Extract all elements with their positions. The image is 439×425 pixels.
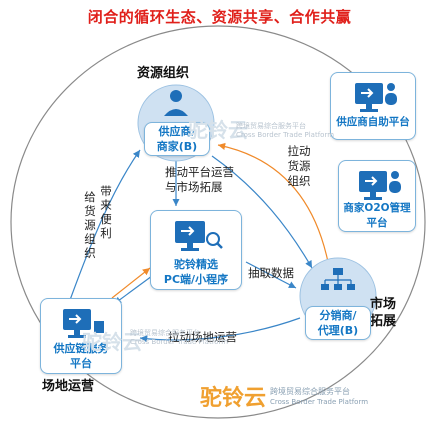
edge-supplier-to-distributor — [211, 155, 313, 269]
watermark-english-mid: Cross Border Trade Platform — [130, 338, 229, 346]
edge-distributor-to-supplier — [217, 142, 329, 263]
monitor-icon — [359, 171, 401, 200]
diagram-title: 闭合的循环生态、资源共享、合作共赢 — [87, 8, 352, 26]
market-label: 市场 拓展 — [370, 297, 397, 329]
distributor-hierarchy-icon — [321, 268, 355, 290]
ecosystem-circle — [10, 25, 426, 419]
edge-label-promote: 推动平台运营 与市场拓展 — [165, 165, 234, 194]
supplier-person-icon — [164, 90, 188, 116]
watermark-platform-top: 跨境贸易综合服务平台 — [236, 122, 306, 130]
chain-node-label: 供应链服务 平台 — [53, 342, 109, 370]
edge-label-pull-venue: 拉动场地运营 — [168, 330, 237, 344]
distributor-node-label: 分销商/ 代理(B) — [317, 309, 359, 337]
edge-platform-to-distributor — [245, 261, 297, 289]
o2o-node-label: 商家O2O管理 平台 — [343, 202, 411, 229]
brand-platform-text: 跨境贸易综合服务平台 — [270, 387, 350, 396]
platform-node[interactable]: 驼铃精选 PC端/小程序 — [150, 210, 242, 290]
monitor-icon — [175, 221, 223, 251]
monitor-icon — [355, 83, 397, 112]
monitor-icon — [63, 309, 104, 338]
edge-distributor-to-chain — [139, 317, 301, 343]
platform-node-label: 驼铃精选 PC端/小程序 — [163, 258, 229, 286]
supplier-node-label: 供应商/ 商家(B) — [156, 125, 198, 153]
brand-english-text: Cross Border Trade Platform — [270, 398, 369, 406]
watermark-brand-top: 驼铃云 — [188, 118, 248, 142]
edge-label-pull-supply: 拉动 货源 组织 — [287, 144, 311, 188]
o2o-node[interactable]: 商家O2O管理 平台 — [338, 160, 416, 232]
edge-label-supply-org: 给货源组织 — [84, 190, 96, 260]
watermark-english-top: Cross Border Trade Platform — [236, 131, 335, 139]
edge-label-convenience: 带来便利 — [100, 184, 112, 240]
self-help-node-label: 供应商自助平台 — [336, 116, 410, 128]
edge-chain-to-platform — [111, 267, 151, 299]
self-help-node[interactable]: 供应商自助平台 — [330, 72, 416, 140]
edge-chain-to-supplier — [69, 149, 141, 301]
watermark-platform-mid: 跨境贸易综合服务平台 — [130, 329, 200, 337]
edge-label-extract-data: 抽取数据 — [248, 266, 294, 280]
brand-logo-text: 驼铃云 — [200, 386, 267, 411]
watermark-brand-mid: 驼铃云 — [82, 330, 142, 354]
supplier-node[interactable]: 供应商/ 商家(B) — [144, 122, 210, 156]
chain-node[interactable]: 供应链服务 平台 — [40, 298, 122, 374]
venue-label: 场地运营 — [42, 379, 95, 394]
resources-label: 资源组织 — [137, 66, 190, 81]
distributor-node[interactable]: 分销商/ 代理(B) — [305, 306, 371, 340]
edge-platform-to-chain — [113, 275, 153, 305]
